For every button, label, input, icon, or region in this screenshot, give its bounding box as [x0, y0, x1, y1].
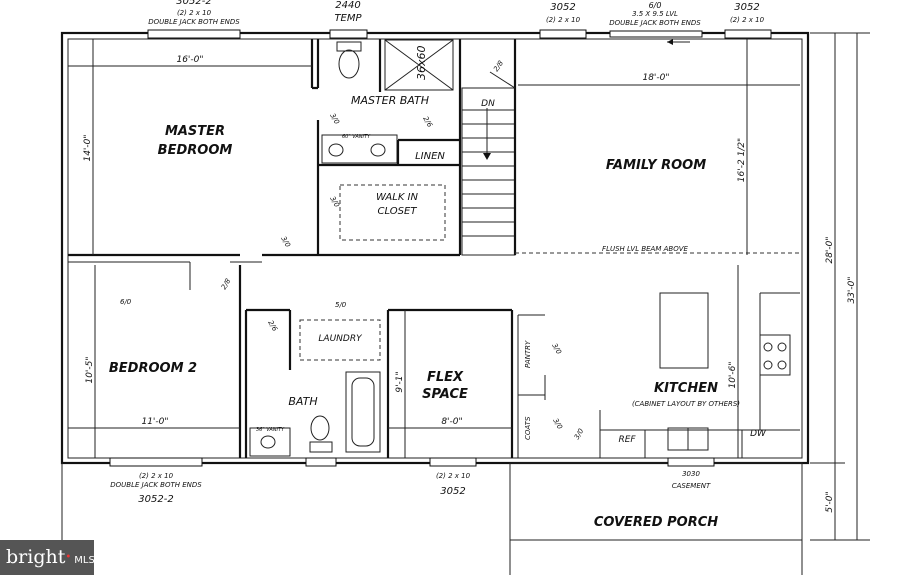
door-label: 2/6 — [266, 319, 279, 333]
window-label: DOUBLE JACK BOTH ENDS — [110, 481, 202, 489]
stairs[interactable] — [461, 87, 516, 256]
laundry-area — [299, 319, 381, 361]
window-label: (2) 2 x 10 — [139, 472, 174, 480]
dim-bed2-height: 10'-5" — [85, 356, 95, 383]
window-3052-top-mid — [539, 29, 587, 39]
shower-label: 36x60 — [415, 45, 428, 80]
door-label: 3/0 — [328, 195, 341, 209]
door-label: 3/0 — [279, 235, 292, 249]
room-label-master-bedroom-2: BEDROOM — [158, 143, 233, 158]
window-label: (2) 2 x 10 — [546, 16, 581, 24]
dim-kitchen-height: 10'-6" — [728, 361, 738, 388]
door-label: 2/8 — [220, 277, 233, 291]
vanity-60-label: 60" VANITY — [342, 134, 371, 140]
dim-porch-5: 5'-0" — [825, 491, 835, 512]
kitchen-note: (CABINET LAYOUT BY OTHERS) — [632, 400, 740, 408]
room-label-closet-2: CLOSET — [378, 206, 418, 217]
door-label: 2/6 — [421, 115, 434, 129]
dim-master-width: 16'-0" — [176, 55, 203, 65]
door-label: 5/0 — [335, 301, 347, 309]
window-3030-casement — [667, 457, 715, 467]
window-label: 3052-2 — [138, 494, 173, 505]
dim-family-height: 16'-2 1/2" — [737, 138, 747, 182]
window-3052-top-right — [724, 29, 772, 39]
dim-overall-33: 33'-0" — [847, 276, 857, 303]
toilet — [310, 415, 330, 441]
window-label: 3030 — [682, 470, 700, 478]
toilet-tank — [336, 41, 362, 52]
window-label: DOUBLE JACK BOTH ENDS — [609, 19, 701, 27]
room-label-laundry: LAUNDRY — [318, 334, 363, 344]
room-label-master-bedroom: MASTER — [165, 124, 225, 139]
sliding-door-6-0 — [609, 30, 703, 38]
window-label: (2) 2 x 10 — [177, 9, 212, 17]
closet-shelf — [339, 184, 446, 241]
dim-family-width: 18'-0" — [642, 73, 669, 83]
ref-label: REF — [618, 435, 636, 445]
shower — [384, 39, 454, 91]
door-label: 3/0 — [328, 112, 341, 126]
watermark-suffix: MLS — [74, 555, 95, 566]
room-label-family-room: FAMILY ROOM — [606, 158, 706, 173]
window-label: 3052 — [550, 2, 575, 13]
bathtub — [345, 371, 381, 453]
room-label-bedroom-2: BEDROOM 2 — [109, 361, 197, 376]
arrow-left-icon — [667, 39, 673, 45]
watermark-brand: bright — [6, 546, 66, 568]
window-label: 3.5 X 9.5 LVL — [632, 10, 678, 18]
window-label: TEMP — [334, 13, 362, 24]
dim-overall-28: 28'-0" — [825, 236, 835, 263]
dim-master-height: 14'-0" — [83, 134, 93, 161]
stairs-dn-label: DN — [481, 99, 495, 109]
room-label-pantry: PANTRY — [524, 340, 532, 368]
room-label-flex-2: SPACE — [422, 387, 468, 402]
vanity-36 — [249, 427, 291, 457]
room-label-kitchen: KITCHEN — [654, 381, 718, 396]
room-label-bath: BATH — [288, 395, 317, 408]
kitchen-island[interactable] — [659, 292, 709, 369]
window-label: 3052-2 — [176, 0, 211, 7]
door-label: 2/8 — [492, 59, 505, 73]
dim-flex-width: 8'-0" — [441, 417, 462, 427]
window-label: 3052 — [734, 2, 759, 13]
dim-bed2-width: 11'-0" — [141, 417, 168, 427]
bright-mls-watermark: bright•MLS — [0, 540, 95, 575]
room-label-linen: LINEN — [415, 151, 445, 162]
window-label: 2440 — [335, 0, 360, 11]
slider-code-label: 6/0 — [649, 1, 662, 10]
window-3052-2-top — [147, 29, 241, 39]
room-label-flex: FLEX — [427, 370, 464, 385]
room-label-covered-porch: COVERED PORCH — [594, 515, 718, 530]
door-label: 3/0 — [551, 417, 564, 431]
window-3052-2-bottom — [109, 457, 203, 467]
beam-note: FLUSH LVL BEAM ABOVE — [602, 245, 688, 253]
dim-flex-height: 9'-1" — [395, 371, 405, 392]
window-3052-bottom — [429, 457, 477, 467]
window-label: DOUBLE JACK BOTH ENDS — [148, 18, 240, 26]
window-label: CASEMENT — [672, 482, 711, 490]
window-label: (2) 2 x 10 — [436, 472, 471, 480]
arrow-down-icon — [483, 153, 491, 160]
cooktop — [759, 334, 791, 376]
vanity-36-label: 36" VANITY — [256, 427, 285, 433]
door-label: 3/0 — [550, 342, 563, 356]
room-label-closet: WALK IN — [376, 192, 418, 203]
window-label: 3052 — [440, 486, 465, 497]
window-label: (2) 2 x 10 — [730, 16, 765, 24]
room-label-coats: COATS — [524, 416, 532, 440]
window-2440 — [329, 29, 368, 39]
dw-label: DW — [750, 429, 767, 439]
room-label-master-bath: MASTER BATH — [351, 94, 429, 107]
door-label: 3/0 — [573, 427, 586, 441]
toilet — [338, 49, 360, 79]
door-label: 6/0 — [120, 298, 132, 306]
